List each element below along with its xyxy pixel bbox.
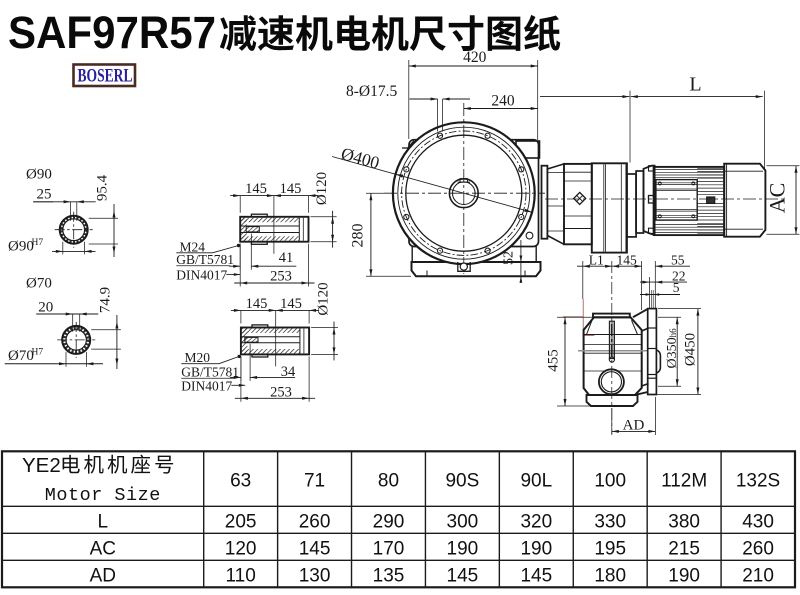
svg-text:GB/T5781: GB/T5781 bbox=[176, 252, 234, 267]
svg-text:260: 260 bbox=[742, 539, 774, 560]
svg-text:145: 145 bbox=[280, 296, 302, 312]
svg-text:H7: H7 bbox=[32, 347, 44, 357]
svg-text:300: 300 bbox=[447, 512, 479, 533]
svg-text:280: 280 bbox=[350, 224, 367, 248]
svg-text:135: 135 bbox=[373, 566, 405, 587]
svg-text:380: 380 bbox=[668, 512, 700, 533]
svg-text:145: 145 bbox=[520, 566, 552, 587]
svg-text:100: 100 bbox=[594, 471, 626, 492]
svg-text:Motor Size: Motor Size bbox=[45, 485, 161, 506]
svg-text:90L: 90L bbox=[520, 471, 552, 492]
svg-text:120: 120 bbox=[225, 539, 257, 560]
svg-text:205: 205 bbox=[225, 512, 257, 533]
svg-text:95.4: 95.4 bbox=[95, 174, 111, 201]
svg-text:YE2: YE2 bbox=[22, 454, 61, 477]
svg-text:DIN4017: DIN4017 bbox=[181, 378, 232, 393]
svg-text:Ø450: Ø450 bbox=[683, 333, 699, 366]
svg-text:AC: AC bbox=[90, 539, 116, 560]
svg-text:74.9: 74.9 bbox=[97, 287, 113, 313]
svg-text:180: 180 bbox=[594, 566, 626, 587]
svg-text:Ø120: Ø120 bbox=[316, 282, 332, 315]
svg-text:Ø350h6: Ø350h6 bbox=[665, 328, 680, 369]
svg-text:M20: M20 bbox=[185, 350, 211, 365]
svg-text:195: 195 bbox=[594, 539, 626, 560]
svg-text:253: 253 bbox=[270, 269, 292, 285]
svg-text:320: 320 bbox=[520, 512, 552, 533]
svg-text:215: 215 bbox=[668, 539, 700, 560]
svg-text:145: 145 bbox=[299, 539, 331, 560]
svg-text:260: 260 bbox=[299, 512, 331, 533]
svg-text:110: 110 bbox=[226, 566, 256, 587]
svg-text:330: 330 bbox=[594, 512, 626, 533]
svg-text:55: 55 bbox=[671, 253, 685, 268]
svg-text:25: 25 bbox=[37, 187, 52, 203]
svg-text:145: 145 bbox=[447, 566, 479, 587]
svg-text:20: 20 bbox=[38, 300, 53, 316]
svg-text:145: 145 bbox=[245, 181, 267, 197]
svg-text:Ø90: Ø90 bbox=[8, 239, 34, 255]
svg-text:240: 240 bbox=[491, 93, 515, 110]
svg-text:8-Ø17.5: 8-Ø17.5 bbox=[346, 83, 397, 100]
svg-text:34: 34 bbox=[281, 364, 296, 380]
svg-text:430: 430 bbox=[742, 512, 774, 533]
svg-text:H7: H7 bbox=[32, 238, 44, 248]
svg-text:Ø90: Ø90 bbox=[26, 167, 52, 183]
svg-text:210: 210 bbox=[742, 566, 774, 587]
svg-text:5: 5 bbox=[673, 280, 680, 295]
svg-text:Ø70: Ø70 bbox=[8, 348, 34, 364]
svg-text:420: 420 bbox=[463, 49, 487, 66]
svg-text:132S: 132S bbox=[736, 471, 780, 492]
svg-text:71: 71 bbox=[304, 471, 325, 492]
svg-text:22: 22 bbox=[672, 269, 686, 284]
svg-text:145: 145 bbox=[616, 253, 637, 268]
svg-text:DIN4017: DIN4017 bbox=[176, 268, 227, 283]
svg-text:170: 170 bbox=[373, 539, 405, 560]
svg-text:455: 455 bbox=[546, 349, 562, 372]
svg-text:AD: AD bbox=[623, 418, 645, 434]
svg-text:130: 130 bbox=[299, 566, 331, 587]
svg-text:L: L bbox=[689, 74, 701, 96]
svg-text:AD: AD bbox=[90, 566, 116, 587]
svg-text:80: 80 bbox=[378, 471, 399, 492]
svg-text:AC: AC bbox=[765, 183, 790, 214]
svg-text:190: 190 bbox=[447, 539, 479, 560]
svg-text:145: 145 bbox=[246, 296, 268, 312]
svg-text:190: 190 bbox=[520, 539, 552, 560]
svg-text:63: 63 bbox=[230, 471, 251, 492]
svg-text:Ø400: Ø400 bbox=[339, 143, 382, 173]
svg-text:41: 41 bbox=[279, 250, 294, 266]
svg-text:M24: M24 bbox=[180, 239, 206, 254]
svg-text:L: L bbox=[98, 512, 109, 533]
svg-text:90S: 90S bbox=[445, 471, 479, 492]
svg-text:190: 190 bbox=[668, 566, 700, 587]
svg-text:253: 253 bbox=[270, 384, 292, 400]
svg-text:145: 145 bbox=[280, 181, 302, 197]
svg-text:GB/T5781: GB/T5781 bbox=[181, 364, 239, 379]
svg-text:SAF97R57: SAF97R57 bbox=[8, 7, 216, 58]
svg-text:290: 290 bbox=[373, 512, 405, 533]
svg-text:Ø120: Ø120 bbox=[314, 172, 330, 205]
svg-text:52: 52 bbox=[502, 251, 517, 265]
svg-text:Ø70: Ø70 bbox=[26, 276, 52, 292]
svg-text:112M: 112M bbox=[661, 471, 707, 492]
svg-text:L1: L1 bbox=[589, 253, 604, 268]
svg-text:BOSERL: BOSERL bbox=[78, 67, 133, 87]
